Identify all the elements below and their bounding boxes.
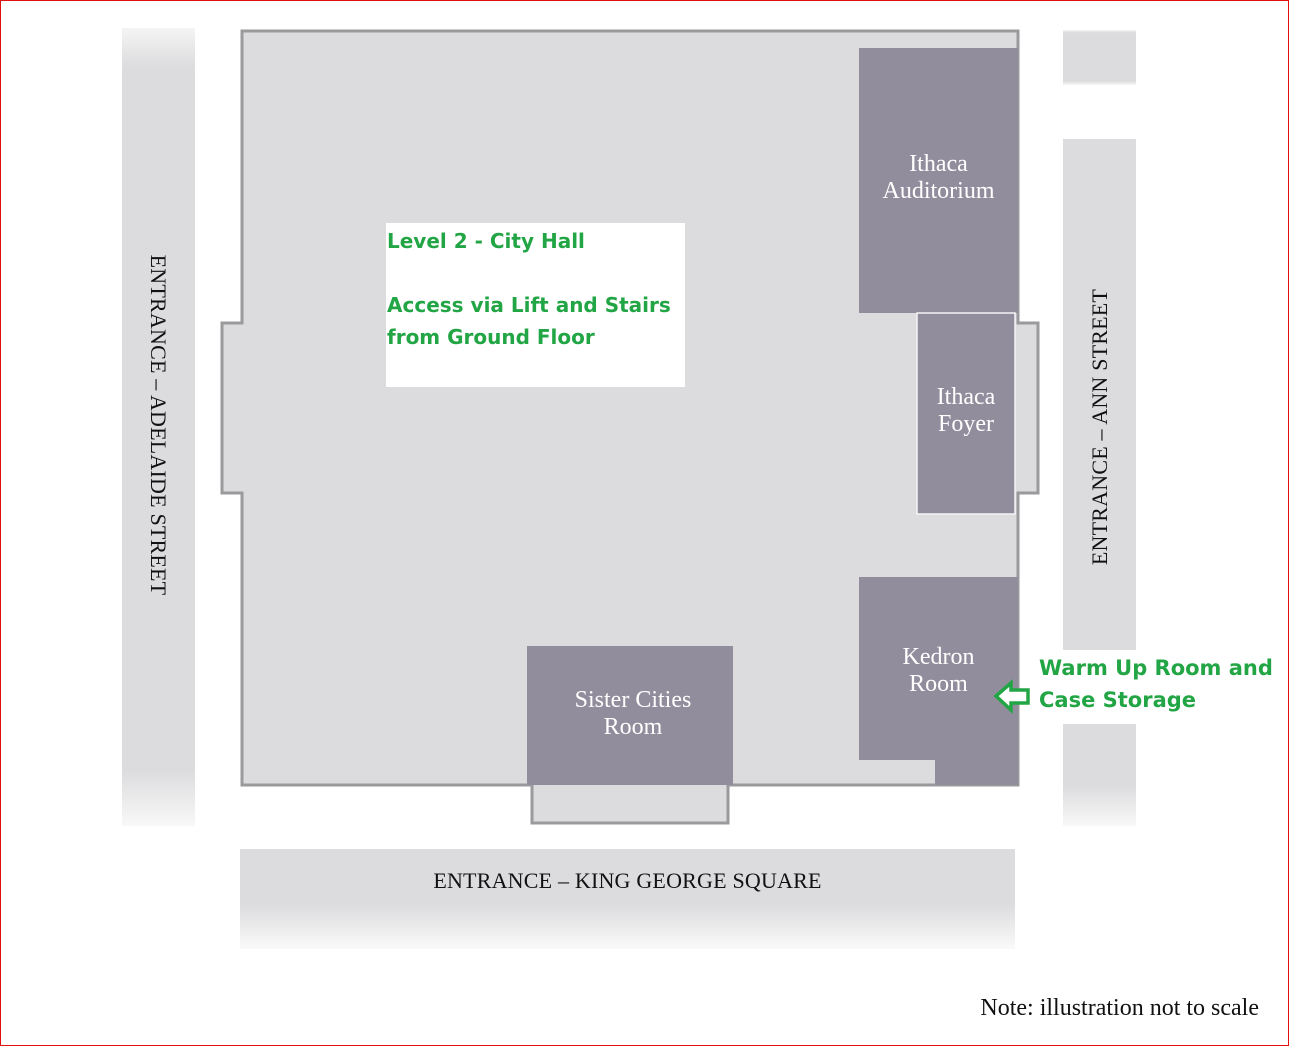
info-line: from Ground Floor — [387, 325, 595, 349]
scale-note: Note: illustration not to scale — [980, 995, 1259, 1021]
kedron-room[interactable] — [859, 577, 1018, 785]
ithaca-auditorium-room[interactable] — [859, 48, 1018, 313]
room-label-line: Foyer — [938, 411, 994, 437]
room-label-line: Kedron — [902, 644, 975, 670]
king-george-square — [240, 849, 1015, 949]
room-label-line: Auditorium — [882, 178, 995, 204]
info-line: Access via Lift and Stairs — [387, 293, 671, 317]
adelaide-street — [122, 28, 195, 826]
callout-line: Case Storage — [1039, 688, 1197, 712]
callout-line: Warm Up Room and — [1039, 656, 1273, 680]
room-label-line: Sister Cities — [574, 687, 692, 713]
ithaca-foyer-label: Ithaca Foyer — [917, 384, 1015, 438]
ithaca-foyer-room[interactable] — [916, 312, 1016, 515]
room-label-line: Room — [909, 671, 968, 697]
ithaca-auditorium-label: Ithaca Auditorium — [859, 151, 1018, 205]
ann-street-bottom — [1063, 724, 1136, 826]
sister-cities-room-label: Sister Cities Room — [527, 687, 739, 741]
adelaide-street-label: ENTRANCE – ADELAIDE STREET — [146, 254, 171, 596]
sister-cities-room[interactable] — [527, 646, 733, 785]
ann-street-label: ENTRANCE – ANN STREET — [1087, 288, 1112, 566]
room-label-line: Ithaca — [909, 151, 968, 177]
room-label-line: Room — [603, 714, 663, 740]
info-title: Level 2 - City Hall — [387, 229, 585, 253]
kedron-room-label: Kedron Room — [859, 644, 1018, 698]
arrow-left-icon — [993, 679, 1030, 715]
king-george-square-label: ENTRANCE – KING GEORGE SQUARE — [433, 868, 822, 893]
ann-street-top — [1063, 30, 1136, 85]
room-label-line: Ithaca — [936, 384, 996, 410]
ann-street-middle — [1063, 139, 1136, 650]
warm-up-callout: Warm Up Room and Case Storage — [1039, 652, 1273, 716]
info-box — [386, 223, 685, 387]
info-box-text: Level 2 - City Hall Access via Lift and … — [387, 225, 671, 353]
